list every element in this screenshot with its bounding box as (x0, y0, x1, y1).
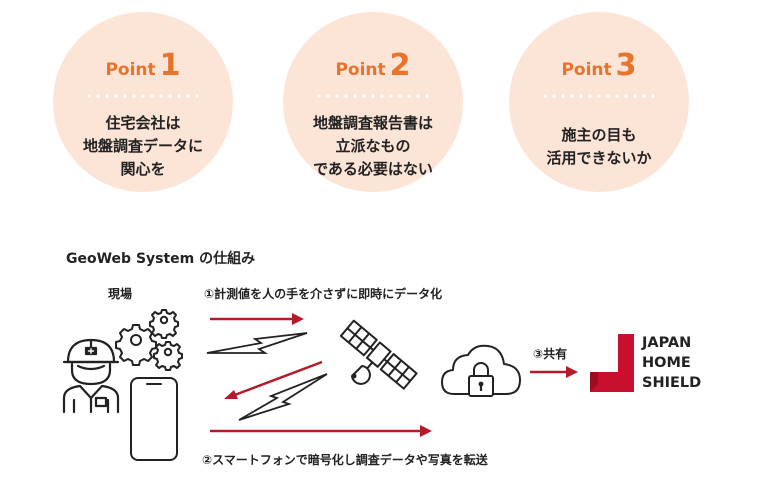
point-line: 地盤調査報告書は (312, 114, 433, 132)
satellite-icon (339, 319, 418, 390)
step2-label: ②スマートフォンで暗号化し調査データや写真を転送 (202, 453, 488, 467)
diagram-title: GeoWeb System の仕組み (66, 251, 256, 267)
point-word: Point (105, 60, 156, 80)
site-label: 現場 (108, 287, 133, 301)
dotted-divider (86, 94, 200, 98)
japan-home-shield-logo (590, 334, 634, 392)
point-word: Point (561, 60, 612, 80)
lightning-icon (238, 373, 328, 421)
point-word: Point (335, 60, 386, 80)
point-line: 地盤調査データに (82, 137, 203, 155)
step1-label: ①計測値を人の手を介さずに即時にデータ化 (204, 287, 443, 301)
point-number: 3 (615, 48, 637, 83)
cloud-lock-icon (441, 344, 521, 397)
point-line: 住宅会社は (105, 114, 181, 132)
arrow-long-transfer (210, 425, 432, 437)
dotted-divider (542, 94, 656, 98)
lightning-icon (206, 332, 308, 354)
step3-label: ③共有 (533, 347, 568, 361)
arrow-share (530, 366, 578, 378)
dotted-divider (316, 94, 430, 98)
point-line: 活用できないか (546, 149, 652, 167)
brand-line: HOME (642, 355, 691, 371)
arrow-from-satellite (224, 360, 323, 399)
point-line: 立派なもの (335, 137, 411, 155)
gears-icon (115, 309, 183, 371)
worker-icon (62, 338, 120, 414)
point-line: である必要はない (313, 160, 433, 178)
smartphone-icon (130, 377, 178, 461)
point-text: 地盤調査報告書は 立派なもの である必要はない (283, 112, 463, 181)
arrow-to-satellite (210, 313, 304, 325)
point-line: 関心を (120, 160, 166, 178)
point-line: 施主の目も (561, 126, 637, 144)
brand-line: SHIELD (642, 375, 702, 391)
brand-line: JAPAN (642, 335, 692, 351)
point-number: 2 (389, 48, 411, 83)
point-text: 住宅会社は 地盤調査データに 関心を (53, 112, 233, 181)
point-text: 施主の目も 活用できないか (509, 124, 689, 170)
point-number: 1 (159, 48, 181, 83)
